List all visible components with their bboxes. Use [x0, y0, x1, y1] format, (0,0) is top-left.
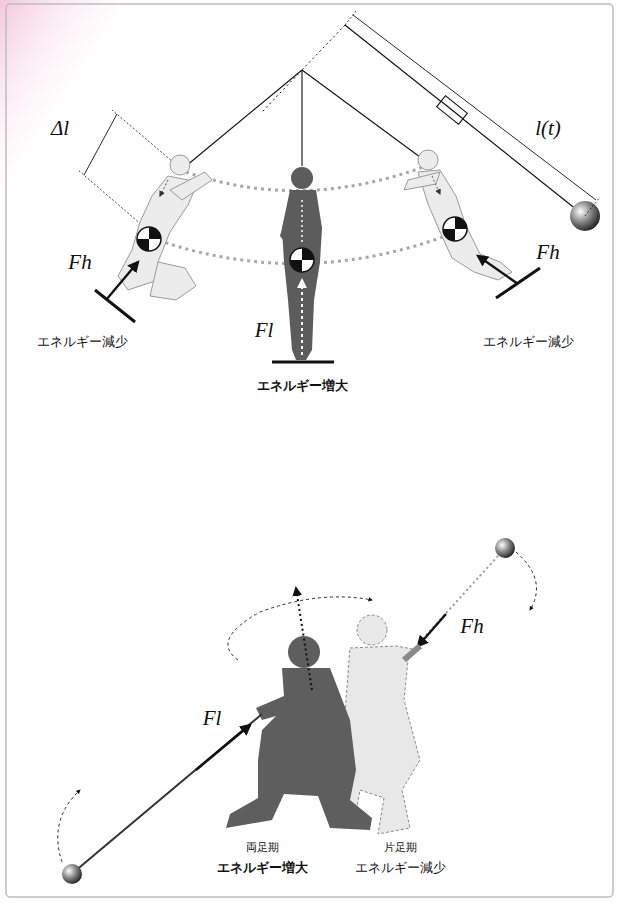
- phase-label: エネルギー減少: [353, 861, 448, 876]
- phase-label: 両足期: [244, 842, 281, 855]
- force-label: Fl: [255, 318, 274, 342]
- phase-label: 片足期: [382, 842, 419, 855]
- force-label: Fl: [203, 706, 222, 730]
- force-label: Fh: [68, 250, 91, 274]
- phase-label: エネルギー増大: [215, 861, 310, 876]
- force-label: Fh: [460, 614, 483, 638]
- phase-label: エネルギー増大: [255, 379, 350, 394]
- dimension-label: Δl: [51, 116, 69, 140]
- phase-label: エネルギー減少: [35, 335, 130, 350]
- dimension-label: l(t): [535, 116, 561, 140]
- phase-label: エネルギー減少: [481, 335, 576, 350]
- force-label: Fh: [536, 240, 559, 264]
